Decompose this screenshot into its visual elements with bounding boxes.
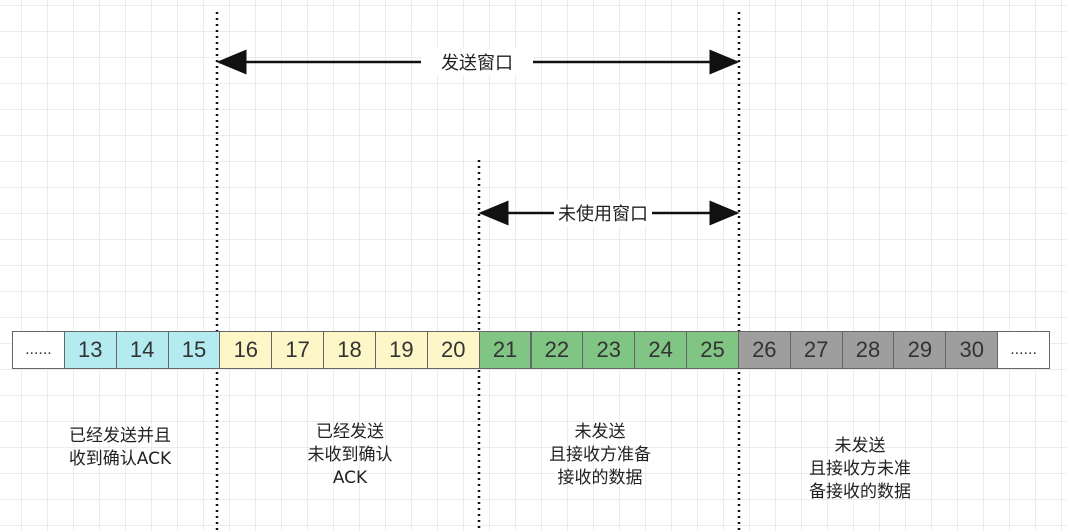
desc-usable: 未发送 且接收方准备 接收的数据 (510, 421, 690, 490)
sequence-cell: 21 (478, 331, 532, 369)
desc-line: 未发送 (574, 422, 626, 442)
unused-window-label: 未使用窗口 (554, 200, 652, 226)
sequence-cell: 26 (737, 331, 791, 369)
desc-line: 未发送 (834, 436, 886, 456)
sequence-cell: 17 (271, 331, 325, 369)
sequence-cell: 14 (115, 331, 169, 369)
sequence-cell: 25 (686, 331, 739, 369)
desc-line: 已经发送 (316, 422, 384, 442)
sequence-cell: 18 (323, 331, 376, 369)
sequence-cell: 15 (167, 331, 221, 369)
desc-line: 已经发送并且 (69, 426, 171, 446)
sequence-cell: 23 (582, 331, 636, 369)
desc-line: 收到确认ACK (68, 449, 172, 469)
desc-line: 接收的数据 (557, 468, 643, 488)
sequence-cell: 20 (426, 331, 480, 369)
send-window-label: 发送窗口 (421, 49, 533, 75)
desc-acked: 已经发送并且 收到确认ACK (40, 425, 200, 471)
sequence-cell: 28 (841, 331, 895, 369)
desc-line: 且接收方准备 (549, 445, 651, 465)
desc-line: 未收到确认 (307, 445, 393, 465)
sequence-cell: 19 (374, 331, 428, 369)
sequence-cell: 29 (893, 331, 947, 369)
sequence-cell: 16 (219, 331, 273, 369)
desc-sent: 已经发送 未收到确认 ACK (260, 421, 440, 490)
desc-notready: 未发送 且接收方未准 备接收的数据 (770, 435, 950, 504)
desc-line: 备接收的数据 (809, 482, 911, 502)
desc-line: 且接收方未准 (809, 459, 911, 479)
sequence-cell: ...... (12, 331, 65, 369)
sequence-cell: 24 (634, 331, 688, 369)
sequence-cell: 22 (530, 331, 584, 369)
sequence-cell: 30 (945, 331, 999, 369)
sequence-cell: 13 (63, 331, 117, 369)
sequence-cell: ...... (997, 331, 1050, 369)
desc-line: ACK (332, 468, 368, 488)
sequence-cell: 27 (789, 331, 843, 369)
